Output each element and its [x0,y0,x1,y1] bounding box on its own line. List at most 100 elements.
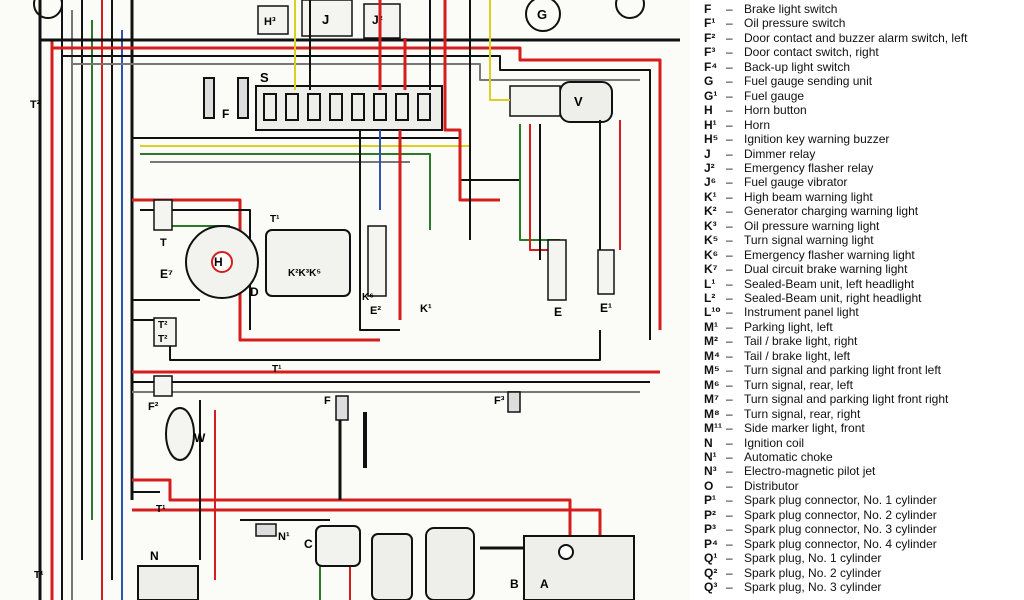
label-f2: F² [148,401,159,413]
legend-code: F⁴ [704,59,718,74]
legend-code: H [704,103,713,118]
legend-dash: – [726,421,733,436]
legend-description: Horn button [744,103,807,118]
legend-item: K⁵–Turn signal warning light [690,233,1024,247]
legend-code: K¹ [704,189,717,204]
legend-code: N³ [704,464,717,479]
legend-code: Q³ [704,580,718,594]
legend-dash: – [726,103,733,118]
legend-item: K²–Generator charging warning light [690,204,1024,218]
legend-description: Side marker light, front [744,421,865,436]
legend-code: F² [704,30,716,45]
legend-item: P¹–Spark plug connector, No. 1 cylinder [690,493,1024,507]
legend-item: L¹–Sealed-Beam unit, left headlight [690,277,1024,291]
legend-dash: – [726,522,733,537]
legend-dash: – [726,565,733,580]
label-t2-mid-a: T² [158,320,168,331]
legend-code: J² [704,160,715,175]
label-f1: F [324,395,331,407]
legend-dash: – [726,262,733,277]
legend-code: J⁶ [704,175,717,190]
legend-dash: – [726,551,733,566]
legend-description: Spark plug connector, No. 3 cylinder [744,522,937,537]
legend-code: Q¹ [704,551,718,566]
legend-item: G–Fuel gauge sending unit [690,74,1024,88]
legend-dash: – [726,175,733,190]
legend-item: P²–Spark plug connector, No. 2 cylinder [690,508,1024,522]
label-h: H [214,255,223,269]
legend-item: K⁷–Dual circuit brake warning light [690,262,1024,276]
legend-code: K⁵ [704,233,719,248]
legend-item: M²–Tail / brake light, right [690,334,1024,348]
legend-code: J [704,146,711,161]
legend-description: Spark plug connector, No. 4 cylinder [744,536,937,551]
legend-dash: – [726,2,733,16]
legend-description: Distributor [744,478,799,493]
label-t1: T¹ [270,214,280,225]
legend-item: P⁴–Spark plug connector, No. 4 cylinder [690,537,1024,551]
label-w: W [194,431,206,445]
legend-item: M⁵–Turn signal and parking light front l… [690,363,1024,377]
legend-code: M² [704,334,718,349]
label-n: N [150,549,159,563]
legend-description: Fuel gauge vibrator [744,175,848,190]
legend-dash: – [726,536,733,551]
legend-item: Q³–Spark plug, No. 3 cylinder [690,580,1024,594]
legend-dash: – [726,291,733,305]
legend-item: M¹–Parking light, left [690,320,1024,334]
legend-code: P¹ [704,493,716,508]
legend-dash: – [726,276,733,291]
legend-code: K⁷ [704,262,718,277]
ground-strap [363,412,367,468]
legend-description: Oil pressure switch [744,16,846,31]
legend-dash: – [726,132,733,147]
legend-dash: – [726,233,733,248]
legend-dash: – [726,348,733,363]
label-d: D [250,285,259,299]
legend-dash: – [726,319,733,334]
legend-description: Sealed-Beam unit, left headlight [744,276,915,291]
legend-dash: – [726,449,733,464]
legend-item: L²–Sealed-Beam unit, right headlight [690,291,1024,305]
label-f: F [222,107,229,121]
legend-code: H⁵ [704,132,719,147]
legend-code: G [704,74,714,89]
legend-description: Oil pressure warning light [744,218,880,233]
label-s: S [260,70,269,85]
legend-item: M⁸–Turn signal, rear, right [690,407,1024,421]
label-t2-mid-b: T² [158,334,168,345]
legend-code: P² [704,507,716,522]
legend-description: Automatic choke [744,449,833,464]
legend-dash: – [726,363,733,378]
legend-dash: – [726,204,733,219]
label-t-top: T [160,237,167,249]
buzzer-h3-box [257,5,289,35]
legend-item: J⁶–Fuel gauge vibrator [690,175,1024,189]
legend-item: K¹–High beam warning light [690,190,1024,204]
legend-item: K⁶–Emergency flasher warning light [690,248,1024,262]
label-k6: K⁶ [362,292,374,303]
legend-dash: – [726,247,733,262]
wiper-motor-v [559,81,613,123]
legend-description: Back-up light switch [744,59,851,74]
label-g: G [537,7,547,22]
legend-code: F³ [704,45,716,60]
legend-item: F–Brake light switch [690,2,1024,16]
legend-description: Parking light, left [744,319,833,334]
legend-item: F¹–Oil pressure switch [690,16,1024,30]
legend-dash: – [726,305,733,320]
label-k1: K¹ [420,303,432,315]
legend-code: O [704,478,714,493]
warning-light-panel [265,229,351,297]
label-t2-left: T² [30,99,41,111]
label-j: J [322,12,329,27]
speedometer-center [211,251,233,273]
legend-code: P³ [704,522,716,537]
door-switch-f3 [507,391,521,413]
legend-description: Sealed-Beam unit, right headlight [744,291,922,305]
label-a: A [540,577,549,591]
label-b: B [510,577,519,591]
legend-description: Turn signal and parking light front righ… [744,392,949,407]
legend-item: L¹⁰–Instrument panel light [690,305,1024,319]
legend-item: M⁷–Turn signal and parking light front r… [690,392,1024,406]
